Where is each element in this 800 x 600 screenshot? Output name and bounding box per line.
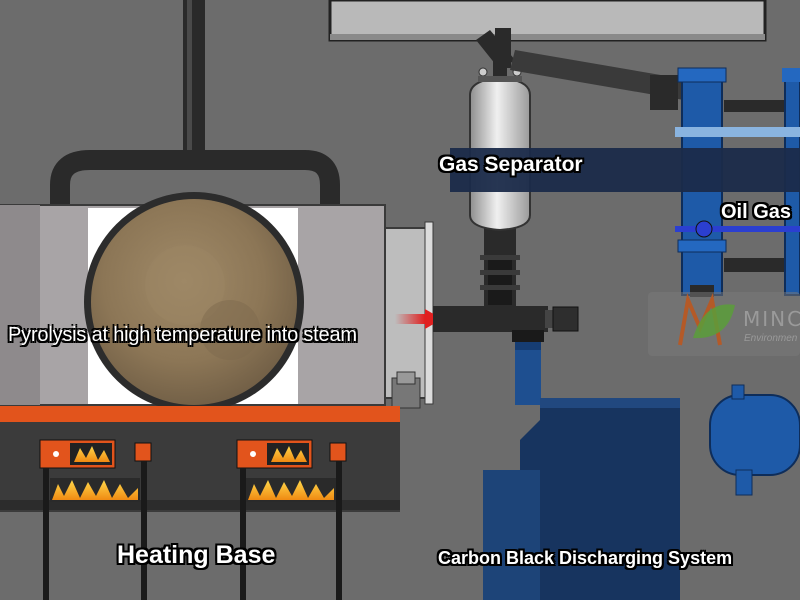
reactor-door: [84, 192, 304, 412]
burner-right: [236, 439, 347, 600]
burner-left: [39, 439, 152, 600]
top-condenser-box: [328, 0, 767, 42]
logo-text: MINC: [743, 307, 800, 331]
carbon-black-label: Carbon Black Discharging System: [438, 548, 733, 568]
leaf-logo-icon: [648, 292, 800, 356]
heating-base-label: Heating Base: [117, 541, 276, 569]
carbon-black-discharging-system: [483, 398, 680, 600]
logo-subtext: Environmen: [744, 333, 798, 344]
oil-storage-tank: [709, 384, 800, 496]
oil-gas-label: Oil Gas: [721, 201, 792, 223]
gas-separator-banner: [450, 148, 800, 192]
separator-upper-pipes: [476, 28, 690, 110]
gas-separator-tank: [469, 60, 531, 232]
outlet-pipe: [433, 225, 579, 332]
chimney-pipe: [183, 0, 205, 160]
reactor-top-pipe: [50, 150, 340, 210]
gas-separator-label: Gas Separator: [439, 153, 583, 176]
pyrolysis-caption: Pyrolysis at high temperature into steam: [8, 324, 357, 346]
carbon-discharge-pipe: [512, 330, 544, 405]
